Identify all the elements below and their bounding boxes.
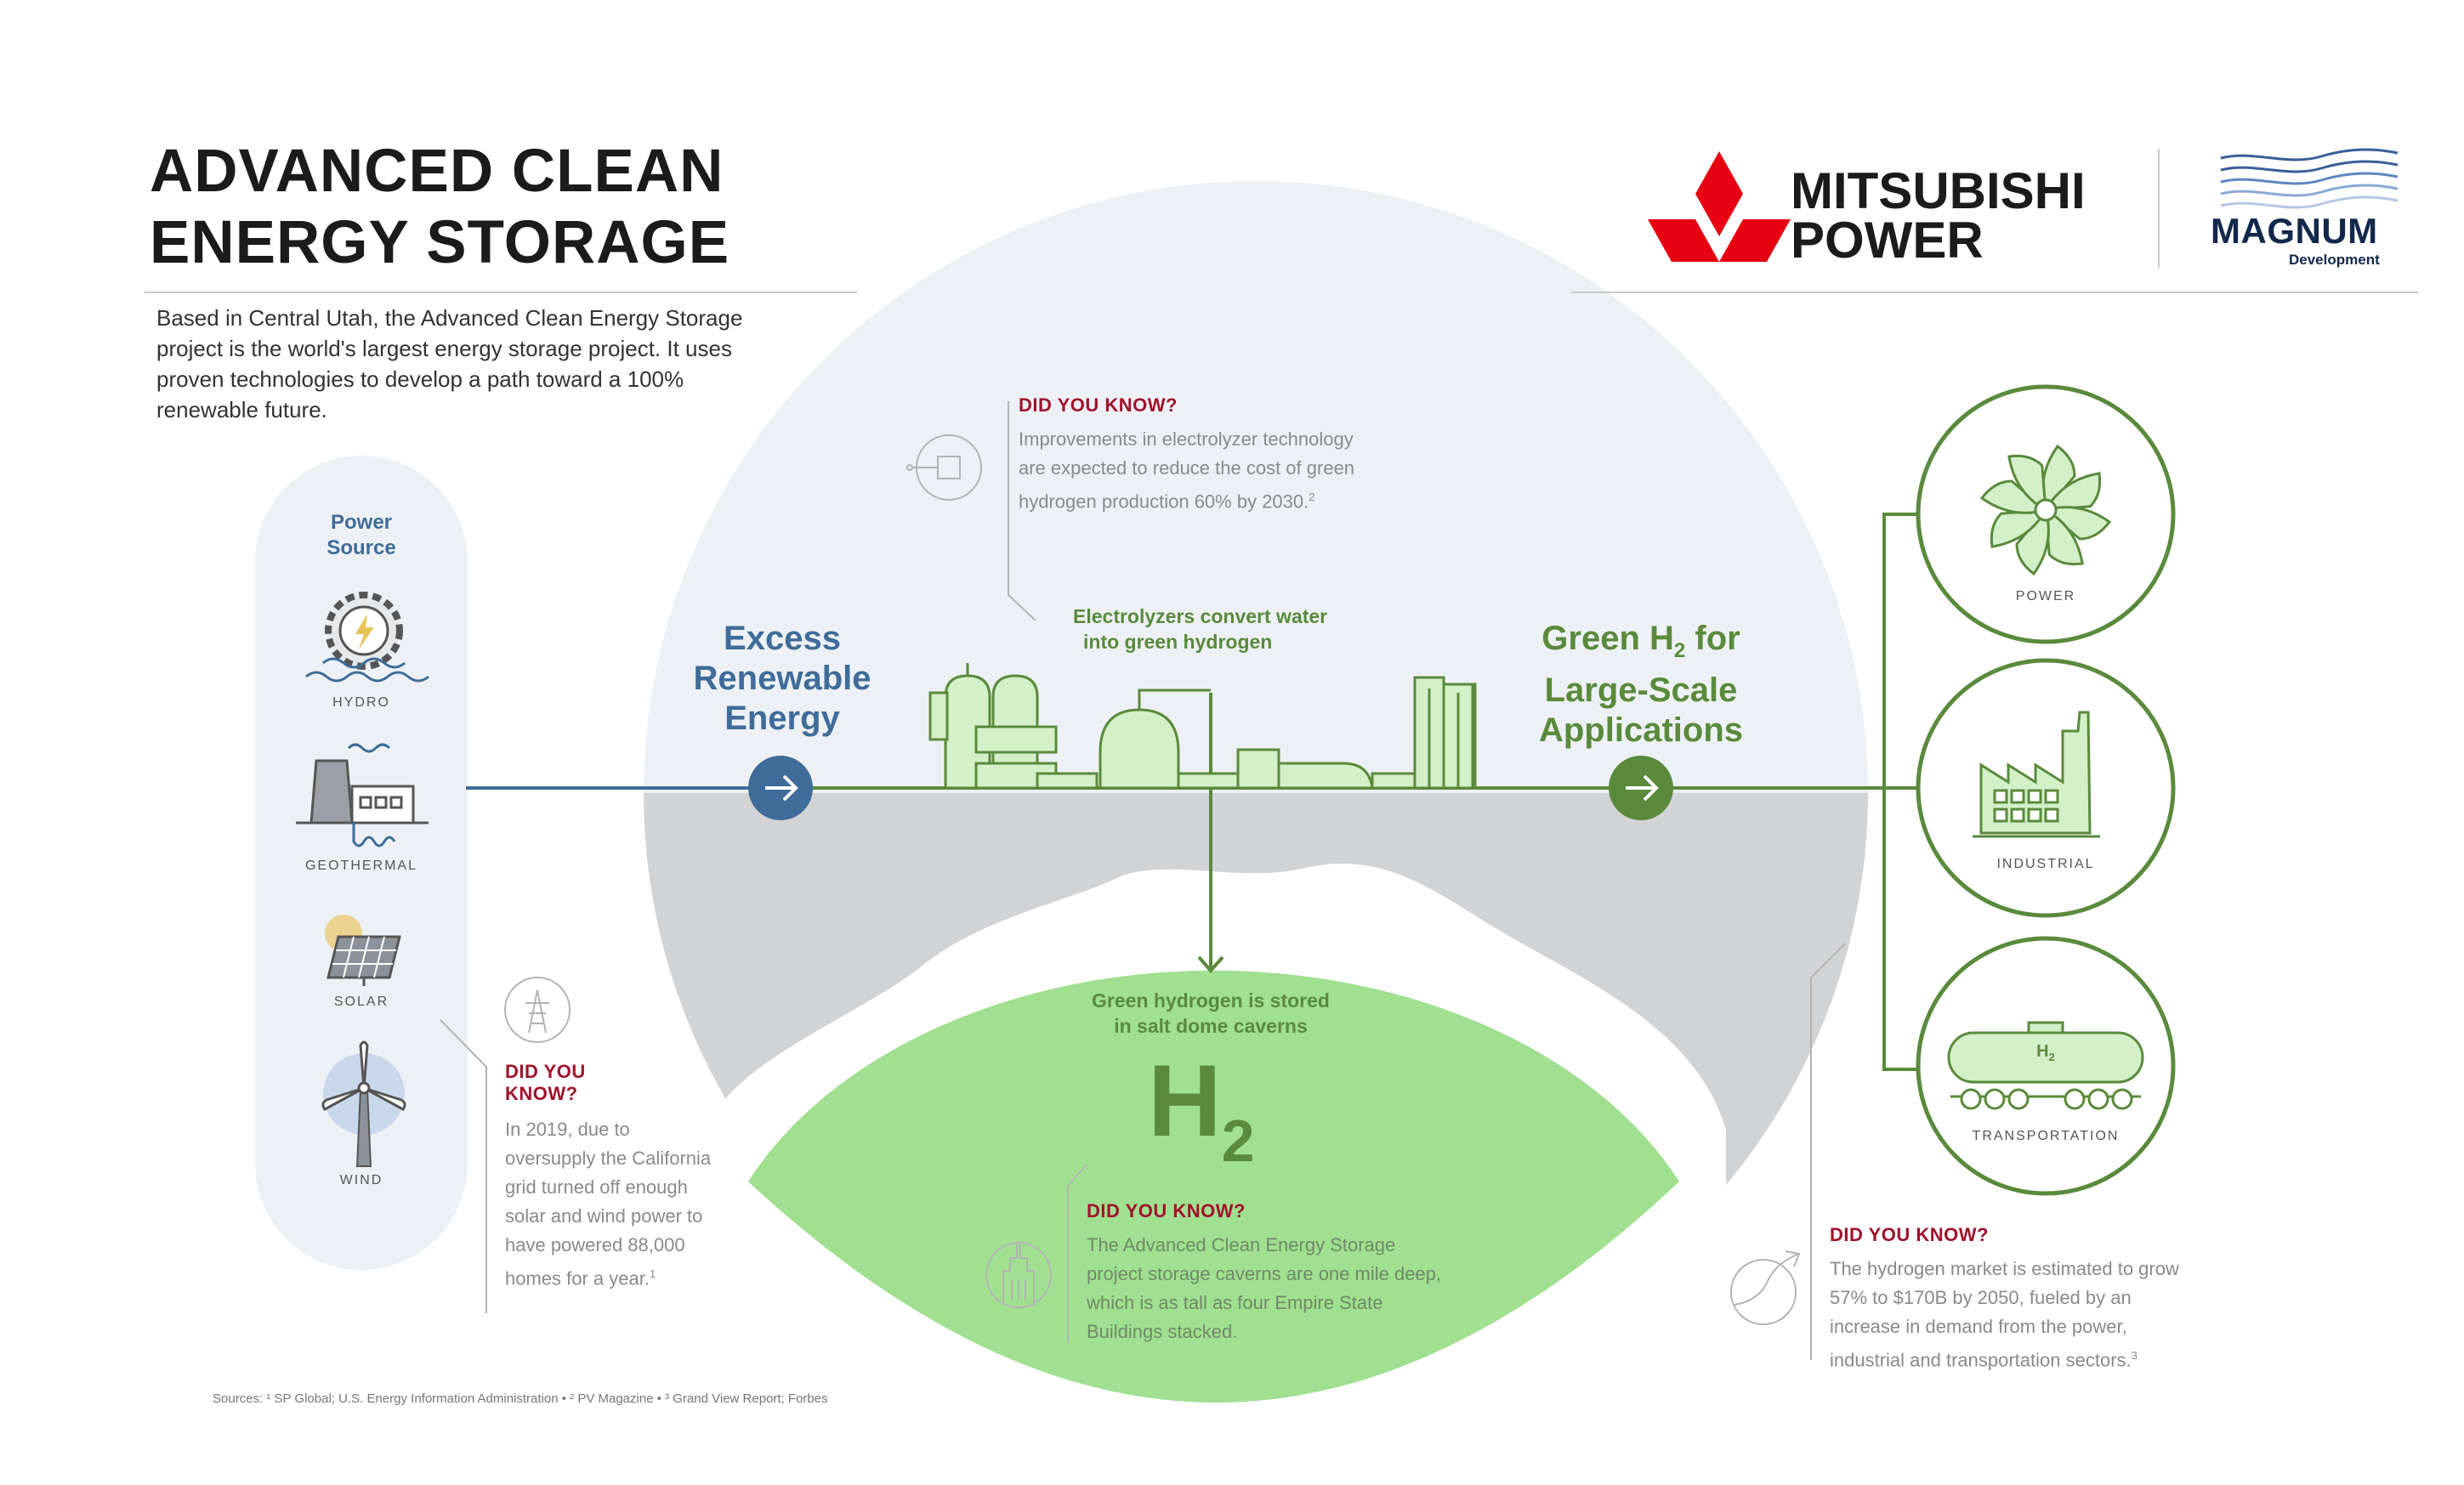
source-label-hydro: HYDRO — [332, 695, 390, 710]
tanker-label-letter: H — [2036, 1042, 2049, 1061]
factory-icon — [1973, 711, 2100, 838]
geothermal-icon — [296, 743, 429, 847]
dyk4-connector — [1810, 943, 1846, 1360]
electrolyzer-line-1: Electrolyzers convert water — [1073, 605, 1328, 627]
salt-cavern — [748, 970, 1679, 1403]
title-line-2: ENERGY STORAGE — [150, 209, 730, 276]
did-you-know-electrolyzer: DID YOU KNOW? Improvements in electrolyz… — [1019, 394, 1359, 516]
skyscraper-icon — [985, 1242, 1052, 1308]
app-label-power: POWER — [2015, 589, 2076, 604]
dyk-body: In 2019, due to oversupply the Californi… — [505, 1115, 718, 1293]
dyk-body: The Advanced Clean Energy Storage projec… — [1087, 1234, 1442, 1342]
did-you-know-caverns: DID YOU KNOW? The Advanced Clean Energy … — [1087, 1200, 1452, 1346]
green-h2-text: Green H — [1541, 620, 1674, 657]
dyk2-connector — [440, 1019, 487, 1313]
power-source-heading: Power Source — [293, 510, 429, 561]
electrolyzer-chip-icon — [906, 434, 982, 501]
app-label-industrial: INDUSTRIAL — [1996, 857, 2095, 871]
magnum-subtitle: Development — [2289, 252, 2380, 268]
h2-symbol: H2 — [1148, 1046, 1255, 1196]
tanker-label-subscript: 2 — [2048, 1051, 2055, 1063]
green-h2-line-2: Large-Scale — [1544, 672, 1738, 709]
turbine-fan-icon — [1979, 444, 2112, 576]
solar-icon — [325, 915, 401, 986]
green-h2-label: Green H2 for Large-Scale Applications — [1513, 619, 1769, 751]
dyk3-connector — [1067, 1164, 1087, 1343]
title-rule — [145, 292, 857, 293]
intro-text: Based in Central Utah, the Advanced Clea… — [156, 305, 743, 422]
did-you-know-california: DID YOU KNOW? In 2019, due to oversupply… — [505, 1061, 718, 1293]
green-h2-subscript: 2 — [1673, 639, 1686, 662]
power-source-heading-line-1: Power — [330, 511, 393, 534]
magnum-wordmark: MAGNUM — [2211, 211, 2378, 251]
green-h2-text-rest: for — [1685, 620, 1740, 657]
mitsubishi-logo-icon — [1648, 151, 1791, 262]
dyk-body: Improvements in electrolyzer technology … — [1019, 425, 1359, 516]
dyk-heading: DID YOU KNOW? — [505, 1061, 718, 1105]
did-you-know-market: DID YOU KNOW? The hydrogen market is est… — [1830, 1224, 2204, 1374]
dyk-heading: DID YOU KNOW? — [1019, 394, 1178, 416]
electrolyzer-caption: Electrolyzers convert water into green h… — [1073, 604, 1327, 655]
power-source-heading-line-2: Source — [326, 536, 396, 559]
excess-energy-arrow-icon — [748, 756, 813, 820]
h2-symbol-letter: H — [1148, 1044, 1222, 1158]
source-label-solar: SOLAR — [333, 995, 389, 1009]
page-title: ADVANCED CLEAN ENERGY STORAGE — [150, 136, 730, 279]
tanker-label: H2 — [2018, 1042, 2073, 1063]
dyk-heading-line-1: DID YOU — [505, 1061, 586, 1082]
dyk1-connector — [1008, 401, 1036, 621]
h2-symbol-subscript: 2 — [1221, 1108, 1255, 1174]
application-branches — [1882, 513, 1916, 1071]
source-label-geothermal: GEOTHERMAL — [304, 859, 417, 873]
dyk-footnote: 3 — [2131, 1349, 2138, 1362]
power-source-panel — [255, 456, 468, 1270]
storage-line-1: Green hydrogen is stored — [1092, 989, 1330, 1012]
dyk-heading-line-2: KNOW? — [505, 1083, 578, 1104]
h2-tanker-icon — [1947, 1021, 2144, 1110]
header-rule — [1571, 292, 2418, 293]
green-h2-line-3: Applications — [1538, 711, 1744, 749]
electrolyzer-line-2: into green hydrogen — [1083, 631, 1273, 653]
sources-footnote: Sources: ¹ SP Global; U.S. Energy Inform… — [213, 1391, 828, 1406]
magnum-waves-icon — [2220, 148, 2399, 209]
dyk-body-text: The hydrogen market is estimated to grow… — [1830, 1258, 2179, 1371]
excess-energy-label: Excess Renewable Energy — [655, 619, 910, 739]
dyk-body-text: In 2019, due to oversupply the Californi… — [505, 1119, 712, 1289]
electrolyzer-plant-icon — [928, 663, 1477, 790]
green-h2-arrow-icon — [1609, 756, 1673, 820]
storage-line-2: in salt dome caverns — [1114, 1015, 1308, 1037]
excess-line-2: Renewable — [693, 660, 871, 697]
source-label-wind: WIND — [339, 1173, 383, 1187]
power-tower-icon — [504, 977, 571, 1043]
dyk-body-text: Improvements in electrolyzer technology … — [1019, 428, 1355, 513]
hydro-icon — [305, 592, 429, 683]
excess-line-1: Excess — [724, 620, 841, 657]
dyk-footnote: 1 — [649, 1267, 656, 1280]
dyk-heading: DID YOU KNOW? — [1830, 1224, 1989, 1245]
growth-arrow-icon — [1730, 1250, 1801, 1325]
mitsubishi-line-1: MITSUBISHI — [1791, 162, 2086, 219]
excess-line-3: Energy — [724, 700, 840, 737]
storage-arrow-icon — [1197, 955, 1224, 974]
dyk-body: The hydrogen market is estimated to grow… — [1830, 1255, 2204, 1374]
mitsubishi-line-2: POWER — [1791, 212, 1984, 269]
wind-turbine-icon — [321, 1040, 406, 1167]
brand-divider — [2158, 149, 2160, 268]
storage-caption: Green hydrogen is stored in salt dome ca… — [1041, 988, 1381, 1039]
dyk-footnote: 2 — [1309, 490, 1315, 503]
green-h2-line-1: Green H2 for — [1513, 619, 1769, 671]
title-line-1: ADVANCED CLEAN — [150, 138, 724, 205]
dyk-heading: DID YOU KNOW? — [1087, 1200, 1246, 1221]
app-label-transportation: TRANSPORTATION — [1972, 1129, 2120, 1143]
mitsubishi-wordmark: MITSUBISHI POWER — [1791, 162, 2086, 269]
